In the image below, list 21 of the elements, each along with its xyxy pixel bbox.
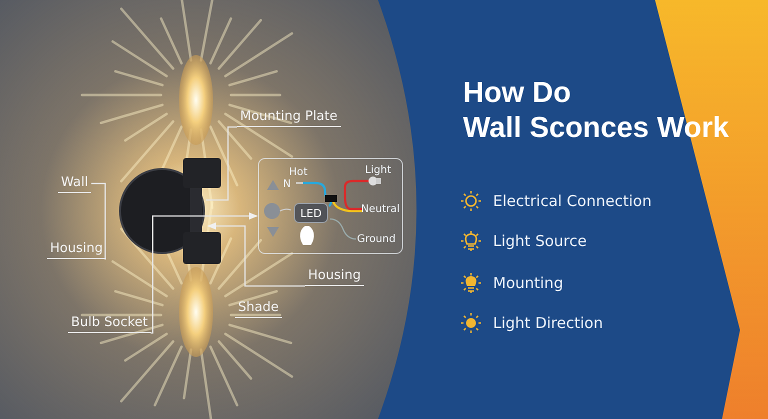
leader-line: [150, 212, 258, 334]
feature-label: Light Direction: [493, 314, 603, 332]
leader-line: [206, 126, 237, 201]
wire-label: Neutral: [361, 203, 400, 215]
wire-label: N: [283, 178, 291, 190]
leader-line: [91, 182, 106, 260]
feature-label: Mounting: [493, 274, 564, 292]
wire-label: Hot: [289, 166, 308, 178]
callout-label: Wall: [58, 174, 92, 193]
feature-label: Electrical Connection: [493, 192, 652, 210]
feature-label: Light Source: [493, 232, 587, 250]
callout-label: Housing: [47, 240, 106, 259]
leader-line: [207, 222, 305, 287]
callout-label: Mounting Plate: [237, 108, 340, 127]
wiring-inset-panel: [258, 158, 403, 254]
callout-label: Housing: [305, 267, 364, 286]
callout-label: Shade: [235, 299, 282, 318]
wire-label: Light: [365, 164, 392, 176]
wire-label: Ground: [357, 233, 396, 245]
led-label: LED: [294, 203, 328, 223]
callout-label: Bulb Socket: [68, 314, 151, 333]
